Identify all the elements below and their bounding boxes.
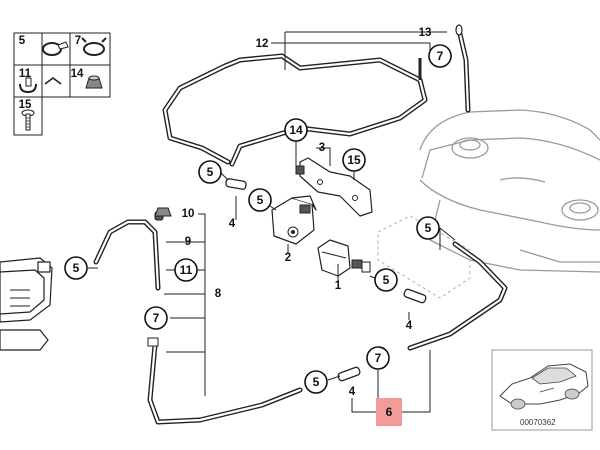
callout-15-circle (342, 148, 366, 172)
legend-label-7: 7 (75, 35, 81, 47)
callout-7-top-circle (428, 44, 452, 68)
spring-clamp-icon (81, 37, 107, 56)
callout-5-c: 5 (425, 221, 432, 235)
callout-9: 9 (185, 236, 191, 248)
callout-4-b: 4 (406, 320, 413, 332)
callout-2: 2 (285, 252, 291, 264)
callout-5-left: 5 (73, 261, 80, 275)
lower-right-fuel-line (407, 241, 508, 351)
callout-11-circle (174, 258, 198, 282)
callout-5-bottom-circle (304, 370, 328, 394)
callout-5-d: 5 (383, 273, 390, 287)
callout-4-c: 4 (349, 386, 356, 398)
callout-13: 13 (419, 27, 432, 39)
canister-valve (271, 195, 317, 245)
car-silhouette-icon (499, 363, 589, 410)
callout-5-d-circle (374, 268, 398, 292)
callout-5-a-circle (198, 160, 222, 184)
callout-15: 15 (347, 153, 361, 167)
hose-sleeve-b (403, 288, 427, 304)
legend-label-14: 14 (71, 68, 84, 80)
left-reservoir-bracket (0, 257, 53, 351)
hose-sleeve-a (225, 178, 247, 190)
drawing-id: 00070362 (520, 418, 556, 427)
vehicle-inset: 00070362 (491, 349, 593, 431)
callout-5-bottom: 5 (313, 375, 320, 389)
fuel-tank-outline (419, 109, 600, 273)
callout-8: 8 (215, 288, 222, 300)
callout-7-left: 7 (153, 311, 160, 325)
small-parts-legend: 5 7 11 14 15 (13, 32, 111, 136)
callout-14: 14 (289, 123, 303, 137)
rubber-grommet-icon (85, 75, 103, 89)
callout-7-bottom: 7 (375, 351, 382, 365)
callout-11: 11 (180, 263, 193, 277)
callout-7-left-circle (144, 306, 168, 330)
callout-6: 6 (386, 405, 393, 419)
callout-5-c-circle (416, 216, 440, 240)
callout-4-a: 4 (229, 218, 236, 230)
pressure-valve (317, 239, 371, 277)
legend-label-5: 5 (19, 35, 26, 47)
hose-sleeve-c (337, 366, 361, 382)
callout-10: 10 (182, 208, 195, 220)
callout-5-b: 5 (257, 193, 264, 207)
mounting-outline (377, 215, 471, 299)
callout-6-highlight (376, 398, 402, 426)
callout-3: 3 (319, 142, 325, 154)
callout-12: 12 (256, 38, 269, 50)
callout-5-left-circle (64, 256, 88, 280)
callout-5-a: 5 (207, 165, 214, 179)
upper-fuel-line (162, 24, 471, 167)
grommet-10 (154, 207, 172, 217)
hex-bolt-icon (21, 109, 35, 131)
callout-1: 1 (335, 280, 342, 292)
callout-7-top: 7 (437, 49, 444, 63)
callout-5-b-circle (248, 188, 272, 212)
callout-14-circle (284, 118, 308, 142)
left-fuel-line (93, 211, 303, 425)
mounting-bracket (295, 157, 373, 217)
callout-7-bottom-circle (366, 346, 390, 370)
legend-label-11: 11 (19, 68, 32, 80)
hose-clamp-icon (42, 41, 69, 56)
callouts: 12 13 7 14 3 15 5 5 4 2 10 9 11 8 5 7 1 … (64, 27, 452, 426)
clip-icon (19, 77, 62, 94)
legend-label-15: 15 (19, 99, 32, 111)
